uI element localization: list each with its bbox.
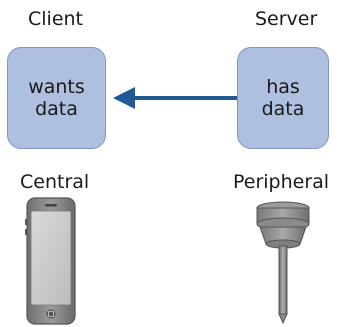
server-box-line1: has — [266, 76, 300, 98]
peripheral-label: Peripheral — [233, 171, 330, 193]
client-box: wants data — [7, 47, 106, 149]
server-label: Server — [255, 8, 318, 30]
smartphone-icon — [25, 197, 76, 325]
central-label: Central — [20, 171, 90, 193]
client-box-line1: wants — [28, 76, 85, 98]
client-box-line2: data — [35, 98, 78, 120]
sensor-probe-icon — [256, 201, 310, 325]
server-box: has data — [237, 47, 329, 149]
server-box-line2: data — [261, 98, 305, 120]
client-label: Client — [28, 8, 84, 30]
